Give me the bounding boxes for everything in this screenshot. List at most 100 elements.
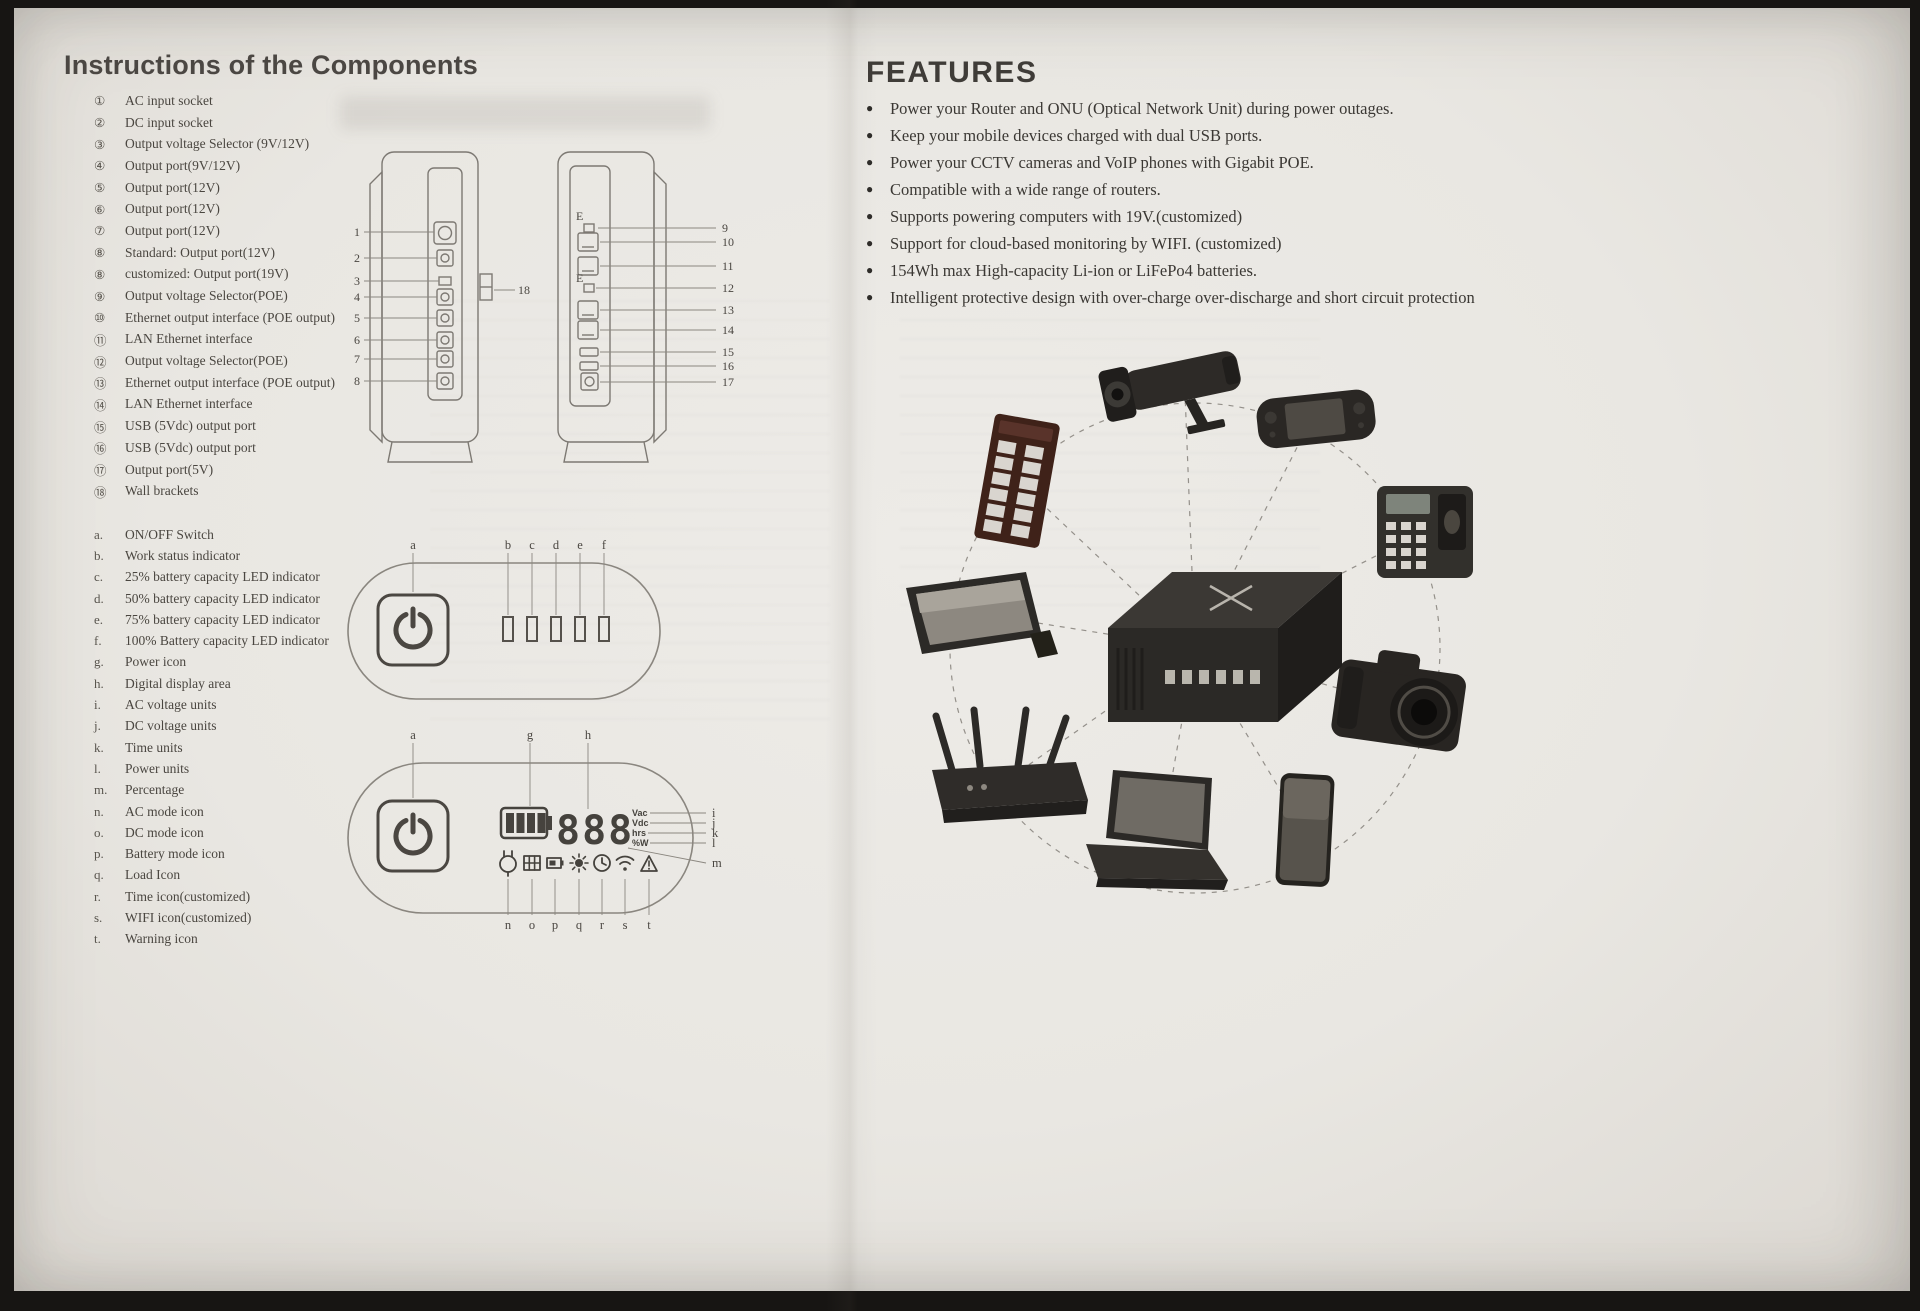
time-icon: [593, 854, 611, 872]
callout-letter: j: [711, 816, 715, 830]
callout-letter: l: [712, 836, 716, 850]
indicator-label: Time units: [125, 739, 183, 755]
indicator-label: Battery mode icon: [125, 846, 225, 862]
component-number: ⑱: [94, 484, 107, 500]
indicator-label: Work status indicator: [125, 547, 241, 563]
component-label: Ethernet output interface (POE output): [125, 309, 335, 325]
feature-item: ●Power your Router and ONU (Optical Netw…: [866, 98, 1514, 120]
indicator-item: i.AC voltage units: [94, 694, 329, 715]
indicator-label: Load Icon: [125, 867, 181, 883]
bullet-icon: ●: [866, 236, 874, 250]
unit-label: hrs: [632, 828, 646, 838]
battery-gauge-icon: [499, 806, 552, 840]
indicator-letter: q.: [94, 867, 104, 883]
feature-text: Support for cloud-based monitoring by WI…: [890, 234, 1282, 253]
component-number: ⑫: [94, 354, 107, 370]
component-number: ⑰: [94, 463, 107, 479]
left-page-title: Instructions of the Components: [64, 50, 478, 80]
component-item: ⑪ LAN Ethernet interface: [94, 329, 335, 351]
battery-led-indicators: b c d e f: [502, 538, 610, 642]
indicator-letter: e.: [94, 611, 104, 627]
bullet-icon: ●: [866, 128, 874, 142]
load-icon: [569, 853, 589, 873]
indicator-letter: n.: [94, 803, 104, 819]
callout-number: 13: [722, 303, 734, 317]
callout-letter: f: [602, 538, 607, 552]
component-label: Output voltage Selector(POE): [125, 353, 288, 369]
ups-unit-icon: [1108, 572, 1342, 722]
component-number: ③: [94, 136, 106, 152]
callout-letter: n: [505, 918, 512, 932]
indicator-letter: p.: [94, 846, 104, 862]
indicator-item: t.Warning icon: [94, 929, 329, 950]
ac-mode-icon: [499, 850, 517, 877]
indicator-label: 75% battery capacity LED indicator: [125, 611, 320, 627]
poe-mark: E: [576, 271, 583, 285]
callout-letter: k: [712, 826, 719, 840]
warning-icon: [640, 855, 658, 872]
dashed-network-circle: [949, 402, 1441, 894]
callout-letter: o: [529, 918, 535, 932]
indicator-letter: o.: [94, 824, 104, 840]
dc-mode-icon: [523, 855, 541, 871]
access-control-terminal-icon: [1377, 486, 1473, 578]
indicator-item: c.25% battery capacity LED indicator: [94, 567, 329, 588]
component-item: ⑰ Output port(5V): [94, 459, 335, 481]
indicator-label: 100% Battery capacity LED indicator: [125, 633, 329, 649]
component-label: AC input socket: [125, 92, 213, 108]
indicator-letter: l.: [94, 760, 101, 776]
callout-number: 12: [722, 281, 734, 295]
indicator-label: Power units: [125, 760, 190, 776]
component-label: LAN Ethernet interface: [125, 331, 253, 347]
callout-number: 17: [722, 375, 734, 389]
indicator-letter: f.: [94, 633, 102, 649]
features-title: FEATURES: [866, 56, 1038, 89]
unit-label: %W: [632, 838, 649, 848]
indicator-label: 50% battery capacity LED indicator: [125, 590, 320, 606]
right-callouts: 9 10 11 12 13 14 15 16 17 18: [494, 221, 734, 389]
bullet-icon: ●: [866, 263, 874, 277]
callout-number: 16: [722, 359, 734, 373]
wifi-icon: [615, 855, 635, 871]
indicator-label: Percentage: [125, 782, 185, 798]
battery-mode-icon: [546, 857, 564, 869]
component-number: ①: [94, 93, 106, 109]
indicator-item: e. 75% battery capacity LED indicator: [94, 609, 329, 630]
indicator-item: m.Percentage: [94, 780, 329, 801]
poe-mark: E: [576, 209, 583, 223]
component-label: Output port(9V/12V): [125, 157, 241, 173]
indicator-label: DC mode icon: [125, 824, 204, 840]
ups-right-side-view: E E: [479, 151, 667, 463]
cctv-camera-icon: [1098, 351, 1241, 435]
callout-letter: i: [712, 806, 716, 820]
component-label: Output port(5V): [125, 461, 214, 477]
component-item: ① AC input socket: [94, 90, 335, 112]
component-number: ⑬: [94, 376, 107, 392]
indicator-item: o. DC mode icon: [94, 822, 329, 843]
bullet-icon: ●: [866, 290, 874, 304]
component-label: Output port(12V): [125, 201, 220, 217]
lettered-indicator-list: a.ON/OFF Switch b.Work status indicator …: [94, 524, 329, 950]
indicator-item: l. Power units: [94, 758, 329, 779]
callout-number: 18: [518, 283, 530, 297]
callout-letter: m: [712, 856, 722, 870]
indicator-letter: b.: [94, 547, 104, 563]
wifi-router-icon: [932, 706, 1088, 823]
callout-letter: b: [505, 538, 511, 552]
dslr-camera-icon: [1331, 650, 1466, 752]
indicator-item: j.DC voltage units: [94, 716, 329, 737]
power-icon: [393, 812, 433, 856]
laptop-icon: [1086, 770, 1228, 890]
unit-labels: Vac Vdc hrs %W: [632, 808, 649, 848]
component-number: ⑪: [94, 332, 107, 348]
bottom-callout-letters: n o p q r s t: [505, 879, 651, 932]
indicator-letter: c.: [94, 569, 104, 585]
indicator-label: WIFI icon(customized): [125, 909, 252, 925]
